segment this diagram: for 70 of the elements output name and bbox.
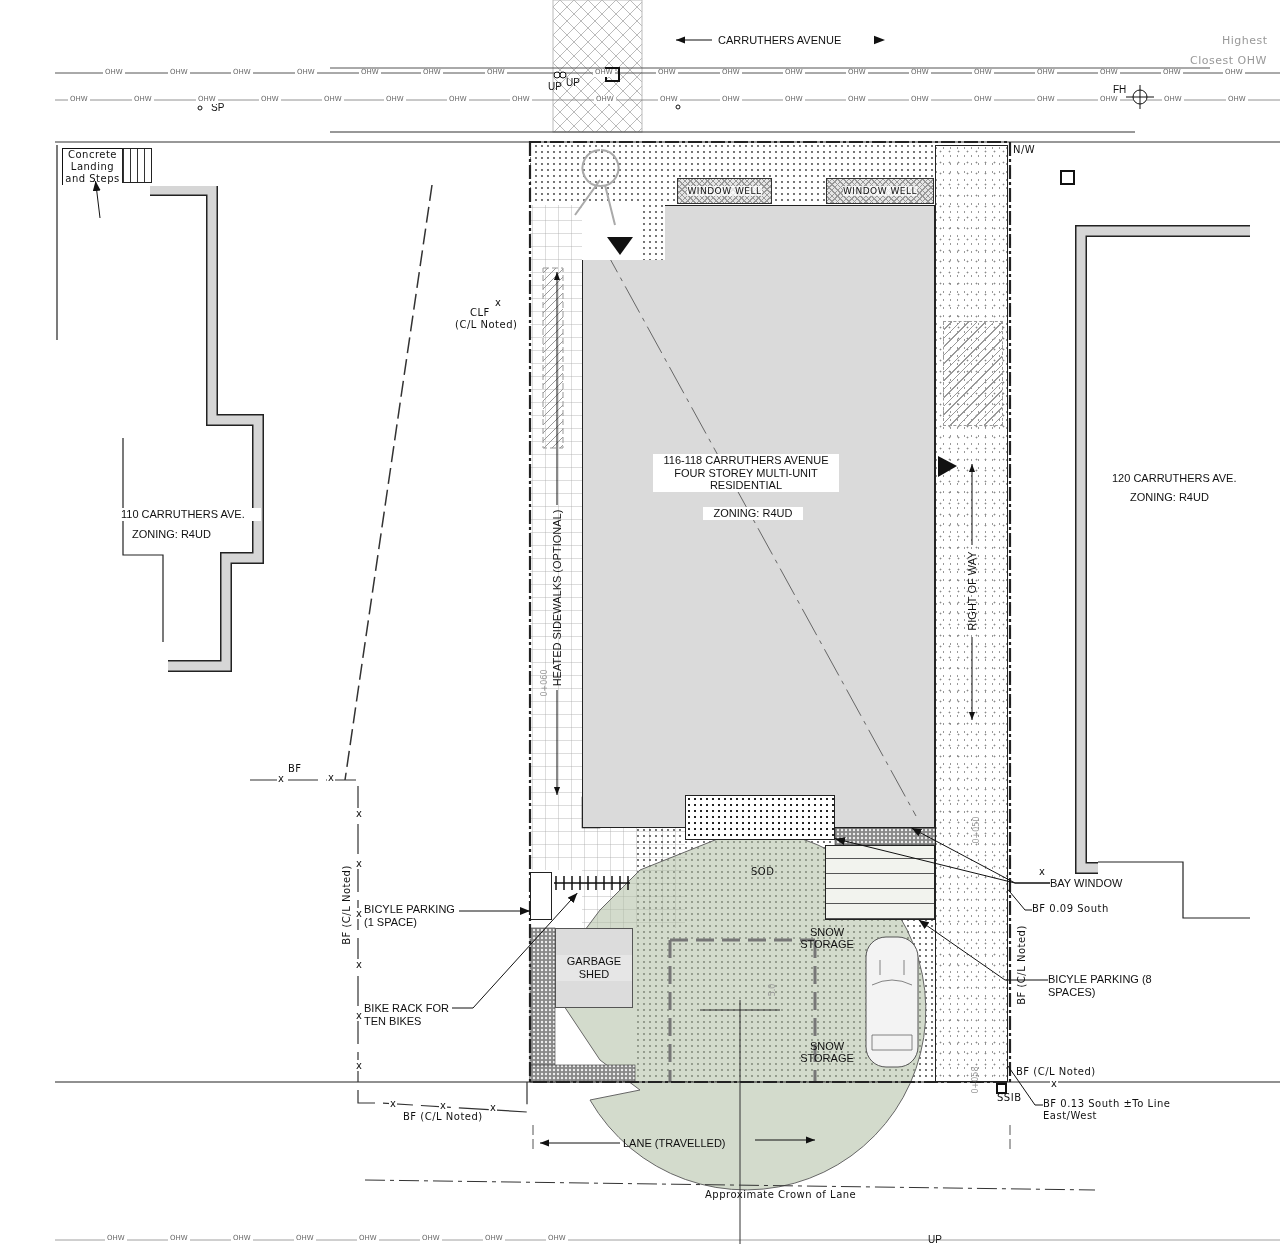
- fence-mark: x: [355, 959, 364, 970]
- fence-mark: x: [355, 1010, 364, 1021]
- station-label: 0+050: [972, 816, 982, 844]
- callout-text: BF 0.13 South ±To Line East/West: [1043, 1098, 1193, 1122]
- bike-rack: [552, 873, 632, 893]
- dimension-text: 5.0: [768, 983, 778, 997]
- fence-mark: x: [1050, 1078, 1059, 1089]
- zoning-label: ZONING: R4UD: [1130, 491, 1210, 504]
- fence-mark: x: [389, 1098, 398, 1109]
- fence-label: BF (C/L Noted): [1016, 1066, 1096, 1077]
- pole-label: UP: [548, 81, 562, 92]
- callout-text: BF 0.09 South: [1032, 903, 1120, 915]
- zoning-label: ZONING: R4UD: [132, 528, 212, 541]
- fence-mark: x: [439, 1100, 448, 1111]
- fence-label: BF (C/L Noted): [340, 865, 352, 945]
- well-label: WINDOW WELL: [687, 185, 762, 197]
- callout-text: BICYLE PARKING (1 SPACE): [364, 903, 459, 930]
- leader-line: [1007, 1065, 1044, 1106]
- fence-mark: x: [355, 808, 364, 819]
- fence-label: BF (C/L Noted): [403, 1111, 483, 1122]
- concrete-steps: [122, 148, 152, 183]
- fence-label: BF: [288, 763, 302, 774]
- leader-line: [918, 919, 1049, 981]
- bicycle-parking-space: [530, 872, 552, 920]
- callout-text: BICYLE PARKING (8 SPACES): [1048, 973, 1160, 1000]
- bicycle-parking-area: [825, 845, 935, 920]
- callout-text: BIKE RACK FOR TEN BIKES: [364, 1002, 452, 1029]
- fence-note: (C/L Noted): [455, 319, 518, 330]
- leader-line: [1007, 889, 1033, 911]
- fence-mark: x: [489, 1102, 498, 1113]
- area-label: HEATED SIDEWALKS (OPTIONAL): [550, 509, 564, 687]
- callout-text: BAY WINDOW: [1050, 877, 1130, 891]
- area-label: SOD: [751, 866, 775, 877]
- note-text: Highest: [1222, 35, 1268, 48]
- street-name: CARRUTHERS AVENUE: [718, 34, 842, 47]
- hydrant-label: FH: [1113, 84, 1127, 95]
- fence-label: BF (C/L Noted): [1015, 925, 1027, 1005]
- building-footprint: [582, 205, 935, 828]
- leader-line: [92, 180, 101, 219]
- window-well: [677, 178, 772, 204]
- note-text: Closest OHW: [1190, 55, 1267, 68]
- bay-window: [685, 795, 835, 840]
- zoning-label: ZONING: R4UD: [703, 507, 803, 520]
- building-label: 116-118 CARRUTHERS AVENUE FOUR STOREY MULTI-UNIT RESIDENTIAL: [653, 454, 839, 492]
- shed-label: GARBAGE SHED: [556, 955, 632, 981]
- fence-mark: x: [1038, 866, 1047, 877]
- area-label: SNOW STORAGE: [799, 926, 855, 951]
- well-label: WINDOW WELL: [842, 185, 918, 197]
- fence-label: CLF: [470, 307, 490, 318]
- leader-line: [451, 892, 578, 1009]
- fence-mark: x: [355, 858, 364, 869]
- fence-mark: x: [277, 773, 286, 784]
- lane-label: LANE (TRAVELLED): [623, 1137, 726, 1150]
- station-label: 0+058: [971, 1066, 981, 1094]
- station-label: 0+060: [540, 669, 550, 697]
- pole-label: UP: [566, 77, 580, 88]
- pole-label: UP: [928, 1234, 942, 1244]
- fence-mark: x: [494, 297, 503, 308]
- lane-label: Approximate Crown of Lane: [705, 1189, 857, 1200]
- building-label: 110 CARRUTHERS AVE.: [121, 508, 261, 521]
- leader-line: [458, 907, 531, 915]
- area-label: RIGHT OF WAY: [965, 551, 979, 631]
- window-well: [826, 178, 934, 204]
- area-label: SNOW STORAGE: [799, 1040, 855, 1065]
- fence-mark: x: [355, 1060, 364, 1071]
- leader-line: [834, 837, 1051, 884]
- fence-mark: x: [327, 772, 336, 783]
- garbage-shed: [555, 928, 633, 1008]
- fence-mark: x: [355, 908, 364, 919]
- building-label: 120 CARRUTHERS AVE.: [1112, 472, 1238, 485]
